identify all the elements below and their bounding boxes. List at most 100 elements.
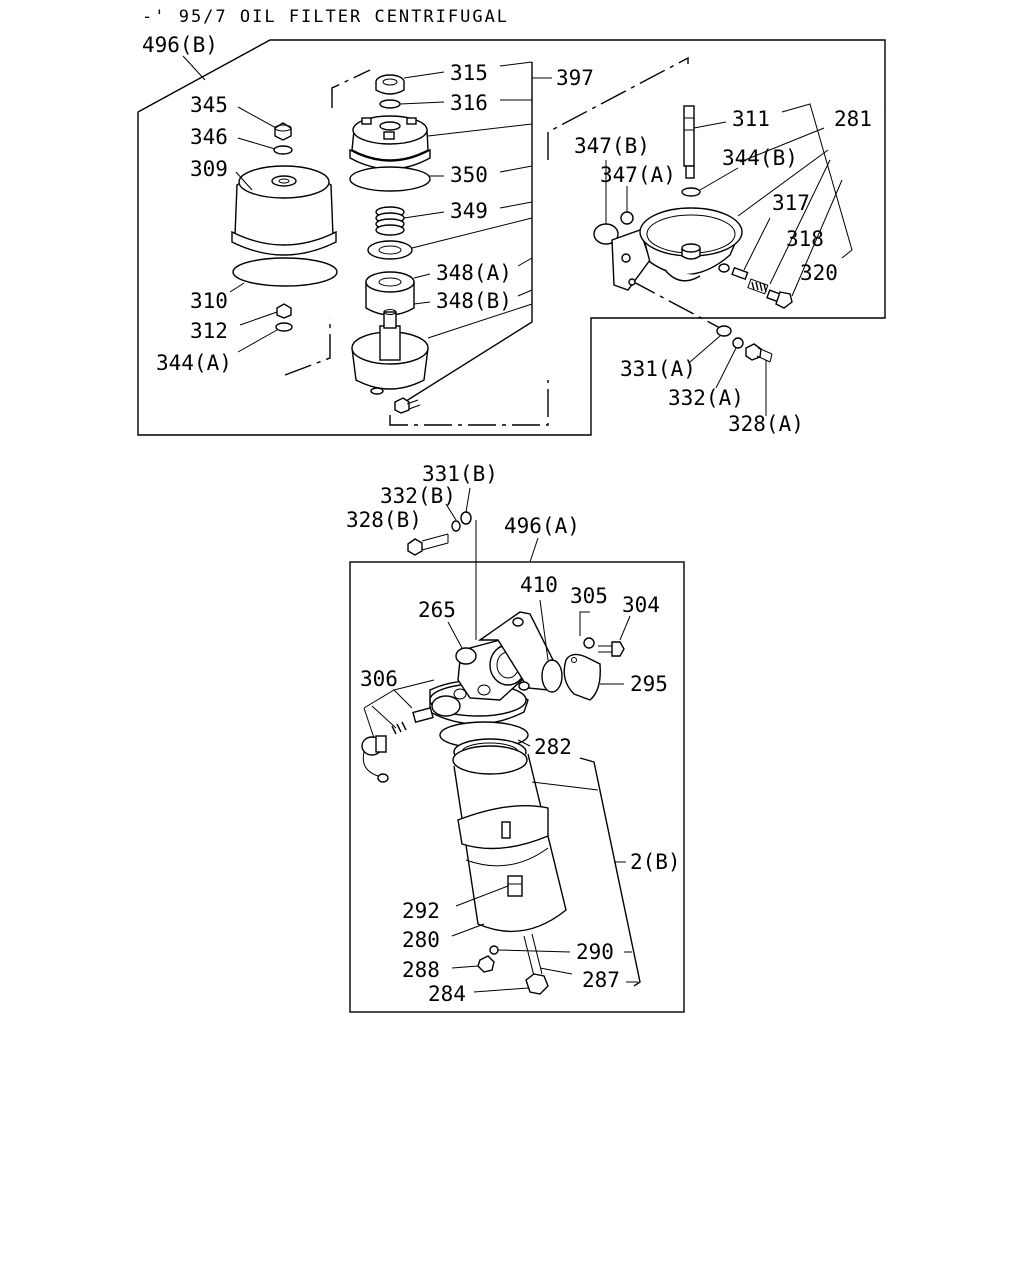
- leader-287: [539, 967, 573, 975]
- label-344b: 344(B): [722, 146, 798, 170]
- shaft-311: [683, 105, 695, 179]
- leader-280: [451, 923, 485, 937]
- label-310: 310: [190, 289, 228, 313]
- leader-281-housing: [737, 149, 829, 217]
- label-318: 318: [786, 227, 824, 251]
- bolt-304: [598, 641, 625, 657]
- label-2b: 2(B): [630, 850, 681, 874]
- label-331a: 331(A): [620, 357, 696, 381]
- leader-496a: [529, 537, 539, 563]
- label-316: 316: [450, 91, 488, 115]
- spring-306: [391, 721, 407, 735]
- leader-332a: [715, 347, 737, 389]
- subgroup-dash-top: [331, 69, 371, 108]
- leader-317: [743, 217, 771, 271]
- leader-320: [791, 179, 843, 297]
- leader-318: [769, 159, 831, 285]
- label-331b: 331(B): [422, 462, 498, 486]
- subgroup-dash-right: [547, 56, 689, 160]
- label-309: 309: [190, 157, 228, 181]
- leader-410: [539, 599, 549, 661]
- washer-305: [583, 637, 595, 649]
- subgroup-dash-bracket: [389, 380, 549, 426]
- label-281: 281: [834, 107, 872, 131]
- label-350: 350: [450, 163, 488, 187]
- leader-344b: [699, 167, 739, 191]
- leader-dash-331a: [629, 279, 721, 329]
- leader-309: [235, 171, 253, 191]
- leader-282: [517, 739, 531, 747]
- label-295: 295: [630, 672, 668, 696]
- leader-496b: [182, 55, 206, 81]
- spring-349: [375, 206, 405, 236]
- plug-347a: [620, 211, 634, 225]
- bolt-upper: [394, 397, 421, 414]
- leader-306-c: [371, 705, 397, 729]
- cover-295: [563, 653, 601, 701]
- upper-frame: [137, 39, 886, 436]
- leader-315-397: [499, 61, 533, 67]
- leader-265: [447, 621, 463, 649]
- washer-344b: [681, 187, 701, 197]
- leader-315: [403, 71, 445, 79]
- leader-349-397: [499, 201, 533, 209]
- bolt-head-284: [525, 973, 549, 995]
- leader-344a: [237, 329, 278, 353]
- leader-346: [237, 137, 276, 150]
- bushing-348a: [365, 271, 415, 316]
- rotor-top-cap: [349, 115, 431, 170]
- leader-290: [497, 949, 571, 953]
- leader-349: [403, 211, 445, 219]
- washer-332b: [451, 520, 461, 532]
- filter-case-280: [452, 745, 567, 933]
- label-348a: 348(A): [436, 261, 512, 285]
- leader-331a: [689, 335, 721, 363]
- filter-head: [429, 611, 559, 725]
- drain-plug-288: [477, 955, 495, 973]
- leader-311-281: [781, 103, 853, 259]
- diagram-title: -' 95/7 OIL FILTER CENTRIFUGAL: [142, 7, 509, 27]
- label-410: 410: [520, 573, 558, 597]
- label-344a: 344(A): [156, 351, 232, 375]
- label-496a: 496(A): [504, 514, 580, 538]
- label-332a: 332(A): [668, 386, 744, 410]
- label-496b: 496(B): [142, 33, 218, 57]
- label-317: 317: [772, 191, 810, 215]
- label-280: 280: [402, 928, 440, 952]
- leader-306-a: [393, 679, 435, 691]
- rotor-cover-309: [231, 165, 337, 256]
- leader-332b: [445, 503, 457, 521]
- label-304: 304: [622, 593, 660, 617]
- leader-348a: [413, 273, 431, 279]
- ring-316: [379, 99, 401, 109]
- label-347b: 347(B): [574, 134, 650, 158]
- label-287: 287: [582, 968, 620, 992]
- washer-ring: [367, 240, 413, 260]
- leader-305: [579, 611, 590, 636]
- bracket-2b: [579, 757, 641, 987]
- label-328a: 328(A): [728, 412, 804, 436]
- label-305: 305: [570, 584, 608, 608]
- o-ring-290: [489, 945, 499, 955]
- label-284: 284: [428, 982, 466, 1006]
- pin-317: [731, 266, 749, 281]
- leader-306: [363, 689, 413, 709]
- leader-312: [239, 311, 278, 326]
- washer-346: [273, 145, 293, 155]
- bracket-397: [394, 62, 533, 409]
- leader-292: [455, 885, 509, 907]
- nut-345: [274, 122, 292, 141]
- lower-frame: [349, 561, 685, 1013]
- bushing-315: [375, 74, 405, 95]
- label-288: 288: [402, 958, 440, 982]
- leader-331b: [465, 487, 471, 513]
- leader-350-397: [499, 165, 533, 173]
- leader-345: [237, 106, 277, 129]
- leader-2b-element: [531, 781, 599, 791]
- label-347a: 347(A): [600, 163, 676, 187]
- leader-cap-397: [427, 123, 533, 137]
- leader-304: [619, 615, 631, 641]
- o-ring-310: [232, 257, 338, 287]
- label-346: 346: [190, 125, 228, 149]
